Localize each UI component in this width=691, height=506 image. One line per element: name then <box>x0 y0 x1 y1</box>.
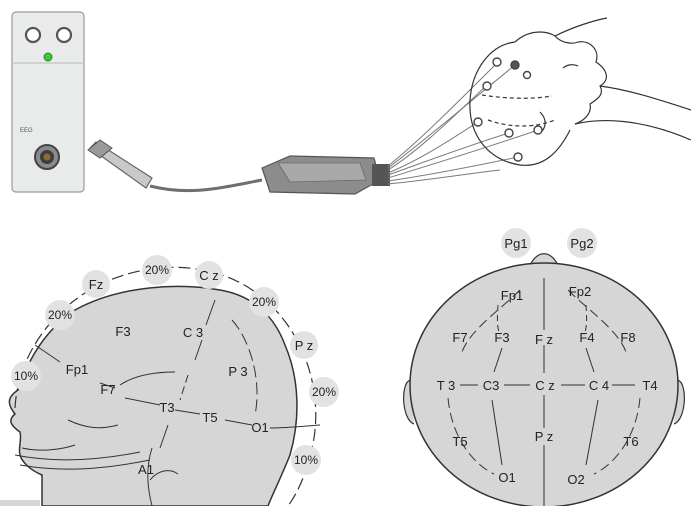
side-t3-label: T3 <box>159 400 174 415</box>
top-o1-label: O1 <box>498 470 515 485</box>
side-pz-label: P z <box>295 338 314 353</box>
top-t6-label: T6 <box>623 434 638 449</box>
pct-20-back-label: 20% <box>312 385 336 399</box>
top-t3-label: T 3 <box>437 378 456 393</box>
top-f7-label: F7 <box>452 330 467 345</box>
top-fz-label: F z <box>535 332 553 347</box>
pct-20-top-label: 20% <box>145 263 169 277</box>
patient-head-illustration <box>470 18 691 165</box>
top-fp1-label: Fp1 <box>501 288 523 303</box>
status-led-icon <box>44 53 52 61</box>
device-knob-left-icon <box>26 28 40 42</box>
top-t4-label: T4 <box>642 378 657 393</box>
side-fp1-label: Fp1 <box>66 362 88 377</box>
top-f8-label: F8 <box>620 330 635 345</box>
top-pg2-label: Pg2 <box>570 236 593 251</box>
top-cz-label: C z <box>535 378 555 393</box>
pct-20-cz-right-label: 20% <box>252 295 276 309</box>
device-input-port-icon <box>35 145 59 169</box>
pct-10-front-label: 10% <box>14 369 38 383</box>
side-f3-label: F3 <box>115 324 130 339</box>
electrode-wires <box>388 63 538 184</box>
top-o2-label: O2 <box>567 472 584 487</box>
device-label: EEG <box>20 128 33 134</box>
side-fz-label: Fz <box>89 277 103 292</box>
side-o1-label: O1 <box>251 420 268 435</box>
side-t5-label: T5 <box>202 410 217 425</box>
pct-20-front-label: 20% <box>48 308 72 322</box>
electrode-junction-box <box>262 156 390 194</box>
top-t5-label: T5 <box>452 434 467 449</box>
top-fp2-label: Fp2 <box>569 284 591 299</box>
eeg-amplifier-device: EEG <box>12 12 84 192</box>
side-c3-label: C 3 <box>183 325 203 340</box>
pct-10-back-label: 10% <box>294 453 318 467</box>
top-pg1-label: Pg1 <box>504 236 527 251</box>
side-f7-label: F7 <box>100 382 115 397</box>
eeg-cable <box>88 140 262 191</box>
top-f4-label: F4 <box>579 330 594 345</box>
device-knob-right-icon <box>57 28 71 42</box>
top-c4-label: C 4 <box>589 378 609 393</box>
top-c3-label: C3 <box>483 378 500 393</box>
side-cz-label: C z <box>199 268 219 283</box>
top-f3-label: F3 <box>494 330 509 345</box>
side-p3-label: P 3 <box>228 364 247 379</box>
top-pz-label: P z <box>535 429 554 444</box>
side-a1-label: A1 <box>138 462 154 477</box>
